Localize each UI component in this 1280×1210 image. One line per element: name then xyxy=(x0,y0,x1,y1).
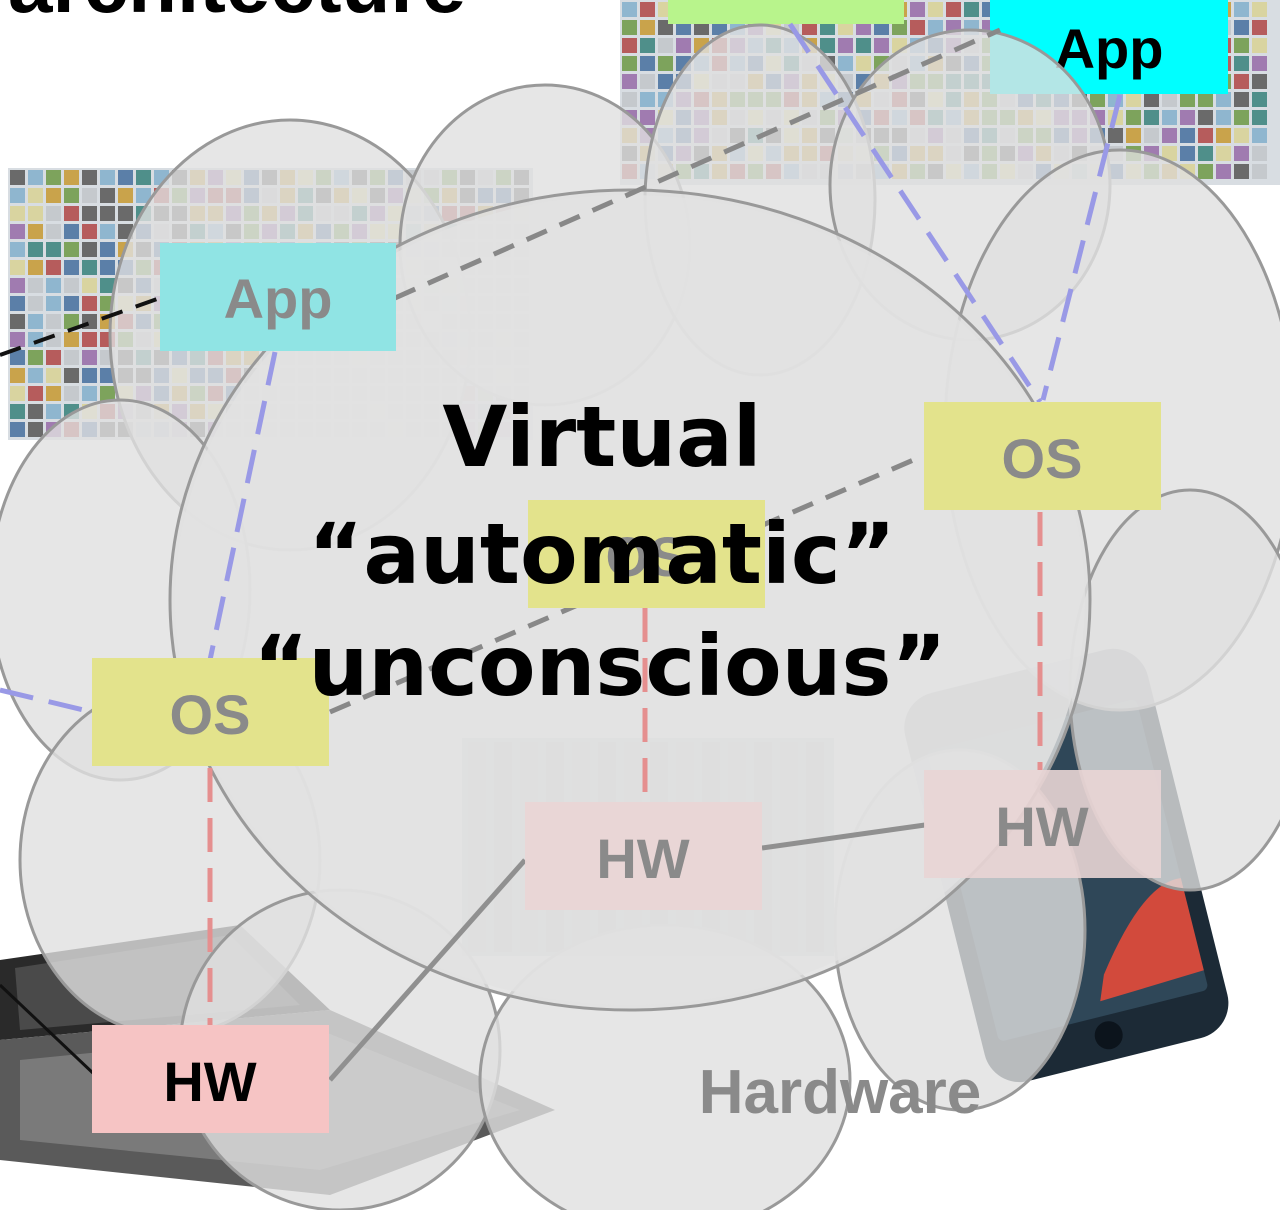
os-label-left: OS xyxy=(170,683,251,746)
os-label-right: OS xyxy=(1002,427,1083,490)
app-box-top-green xyxy=(668,0,904,24)
hw-label-center: HW xyxy=(596,827,689,890)
app-box-left xyxy=(160,243,396,351)
app-label-top-right: App xyxy=(1055,17,1164,80)
os-label-center: OS xyxy=(606,525,687,588)
app-label-left: App xyxy=(224,267,333,330)
hw-box-left xyxy=(92,1025,329,1133)
hw-box-right xyxy=(924,770,1161,878)
overlay-line-virtual: Virtual xyxy=(442,388,761,486)
hw-label-right: HW xyxy=(995,795,1088,858)
hw-label-left: HW xyxy=(163,1050,256,1113)
slide-title: architecture xyxy=(8,0,466,29)
overlay-line-unconscious: “unconscious” xyxy=(253,617,946,715)
overlay-text: Virtual “automatic” “unconscious” xyxy=(253,388,946,715)
os-box-right xyxy=(924,402,1161,510)
layer-boxes: App OS OS OS HW HW HW xyxy=(92,243,1161,1133)
os-box-left xyxy=(92,658,329,766)
hardware-label: Hardware xyxy=(699,1058,982,1127)
os-box-center xyxy=(528,500,765,608)
overlay-line-automatic: “automatic” xyxy=(308,505,896,603)
hw-box-center xyxy=(525,802,762,910)
